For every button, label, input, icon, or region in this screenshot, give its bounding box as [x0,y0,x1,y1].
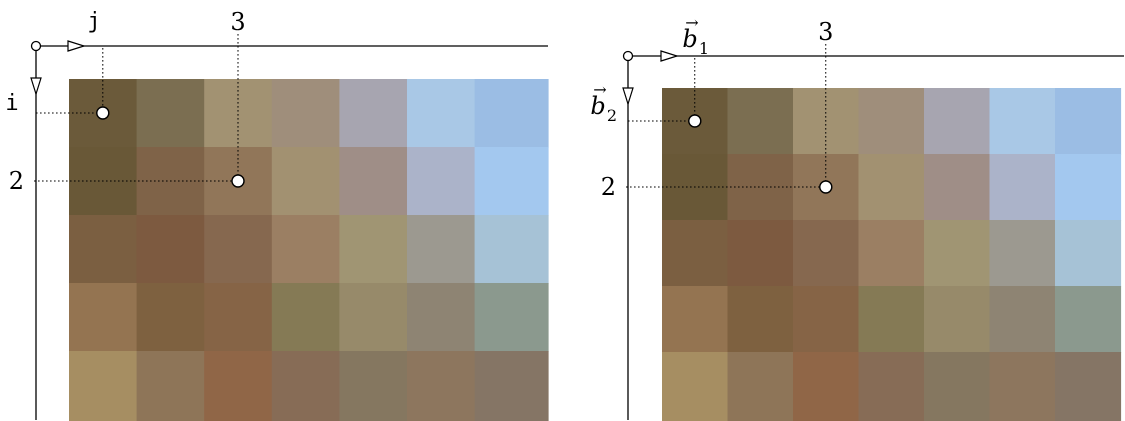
pixel-cell [204,215,273,284]
pixel-center-marker-0 [688,114,702,128]
leader-lines [626,44,827,188]
pixel-cell [407,79,476,148]
pixel-cell [474,147,549,216]
pixel-cell [727,154,794,221]
pixel-cell [474,79,549,148]
pixel-cell [474,215,549,284]
pixel-cell [858,88,925,155]
column-axis-arrowhead [67,40,87,52]
pixel-cell [924,286,991,353]
pixel-cell [989,220,1056,287]
pixel-cell [271,215,340,284]
pixel-cell [793,286,860,353]
pixel-cell [136,351,205,421]
column-axis-arrowhead [660,50,680,62]
column-axis-subscript: 1 [699,39,709,58]
pixel-cell [924,352,991,421]
pixel-cell [1055,220,1122,287]
pixel-cell [271,79,340,148]
pixel-cell [339,351,408,421]
column-axis-vector-arrow: → [685,13,698,32]
pixel-grid [662,88,1122,421]
pixel-cell [69,215,138,284]
pixel-cell [662,286,729,353]
pixel-cell [924,88,991,155]
pixel-centers [96,106,245,188]
row-axis-vector-arrow: → [593,80,606,99]
pixel-cell [662,352,729,421]
leader-lines [34,34,239,182]
pixel-cell [858,154,925,221]
pixel-cell [407,215,476,284]
row-axis-label: b [590,92,605,120]
row-axis-subscript: 2 [607,106,617,125]
pixel-cell [727,220,794,287]
pixel-cell [727,286,794,353]
pixel-cell [271,283,340,352]
pixel-centers [688,114,833,194]
pixel-center-marker-1 [819,180,833,194]
pixel-cell [136,283,205,352]
pixel-cell [1055,154,1122,221]
pixel-cell [989,352,1056,421]
left-panel: 3 2 j i [5,8,549,421]
pixel-cell [924,220,991,287]
pixel-cell [858,220,925,287]
pixel-cell [136,215,205,284]
pixel-cell [271,351,340,421]
pixel-cell [339,79,408,148]
pixel-cell [69,283,138,352]
pixel-cell [989,154,1056,221]
pixel-cell [858,286,925,353]
row-marker-label: 2 [601,173,616,201]
pixel-cell [339,215,408,284]
pixel-center-marker-0 [96,106,110,120]
pixel-center-marker-1 [231,174,245,188]
pixel-cell [793,352,860,421]
pixel-cell [793,220,860,287]
pixel-cell [1055,352,1122,421]
pixel-cell [1055,88,1122,155]
labels: 3 2 j i [5,8,245,195]
pixel-cell [407,351,476,421]
row-axis-label: i [5,91,18,116]
column-marker-label: 3 [230,8,245,36]
origin-marker [622,50,634,62]
pixel-cell [69,351,138,421]
pixel-cell [989,88,1056,155]
pixel-cell [858,352,925,421]
pixel-cell [407,147,476,216]
origin-marker [30,40,42,52]
pixel-cell [407,283,476,352]
pixel-cell [924,154,991,221]
coordinate-axes [30,40,548,420]
pixel-cell [474,283,549,352]
pixel-grid [69,79,549,421]
pixel-cell [727,88,794,155]
column-marker-label: 3 [818,18,833,46]
row-marker-label: 2 [9,167,24,195]
pixel-cell [339,283,408,352]
column-axis-label: b [682,25,697,53]
pixel-cell [727,352,794,421]
pixel-cell [204,79,273,148]
pixel-cell [662,220,729,287]
pixel-cell [204,283,273,352]
pixel-cell [474,351,549,421]
row-axis-arrowhead [30,77,42,97]
pixel-cell [989,286,1056,353]
pixel-cell [339,147,408,216]
pixel-cell [204,351,273,421]
column-axis-label: j [87,9,100,34]
pixel-cell [271,147,340,216]
row-axis-arrowhead [622,87,634,107]
coordinate-axes [622,50,1124,420]
pixel-cell [136,79,205,148]
pixel-cell [1055,286,1122,353]
